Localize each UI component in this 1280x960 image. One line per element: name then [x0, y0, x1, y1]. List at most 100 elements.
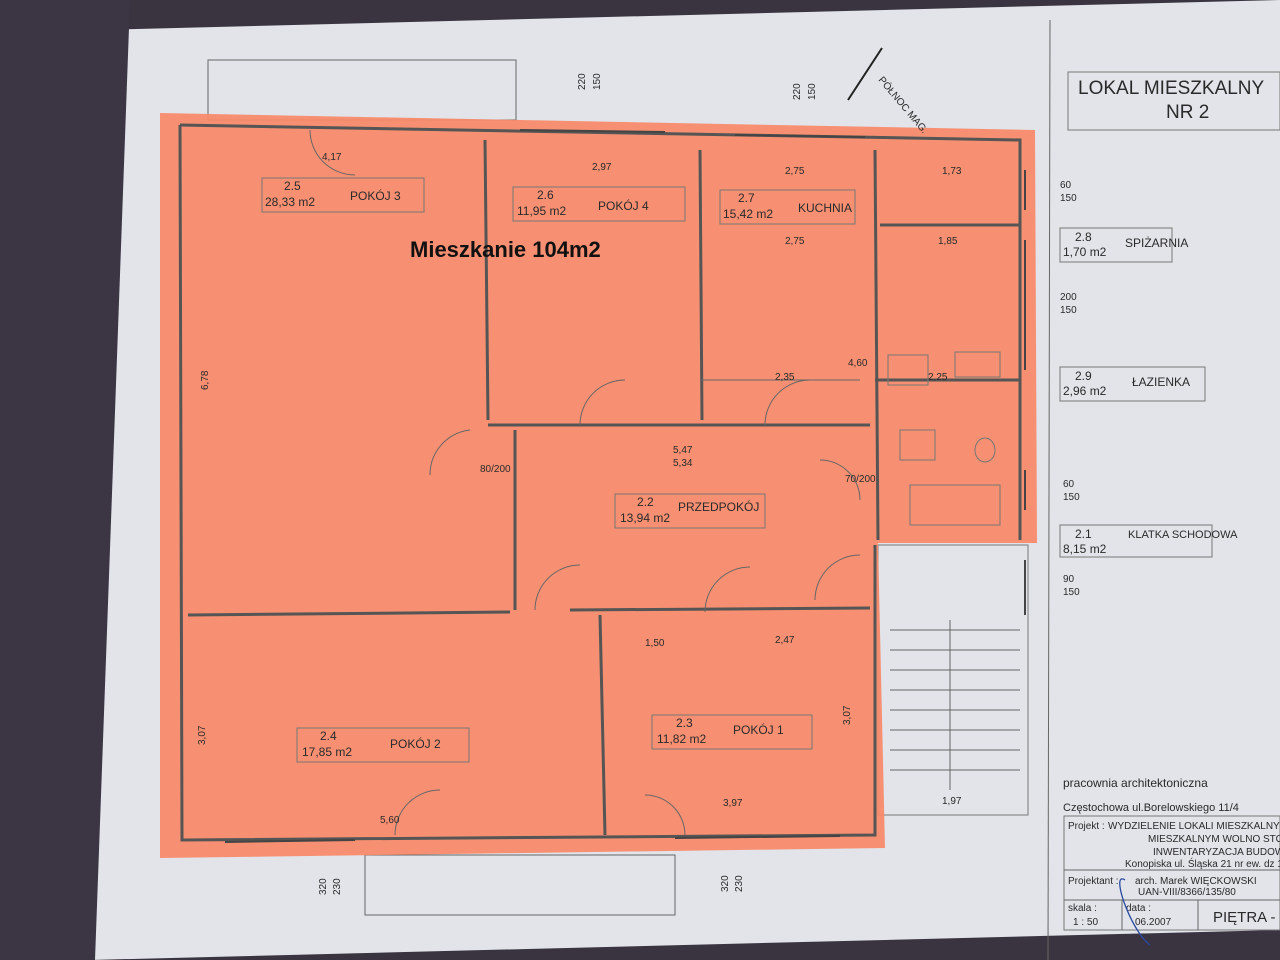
background-left: [0, 0, 130, 960]
svg-text:UAN-VIII/8366/135/80: UAN-VIII/8366/135/80: [1138, 887, 1236, 898]
svg-text:17,85 m2: 17,85 m2: [302, 745, 352, 759]
svg-text:POKÓJ 2: POKÓJ 2: [390, 736, 441, 751]
svg-text:8,15 m2: 8,15 m2: [1063, 542, 1107, 556]
door-swings: [309, 129, 861, 836]
room-label-2-9: 2.92,96 m2 ŁAZIENKA: [1059, 366, 1206, 402]
svg-text:150: 150: [1060, 305, 1077, 316]
svg-text:150: 150: [807, 83, 818, 100]
north-arrow-icon: [847, 47, 883, 101]
svg-text:70/200: 70/200: [845, 474, 876, 485]
svg-text:2,97: 2,97: [592, 162, 612, 173]
svg-text:2.2: 2.2: [637, 495, 654, 509]
room-label-2-4: 2.4 17,85 m2 POKÓJ 2: [296, 727, 470, 763]
svg-text:320: 320: [318, 878, 329, 895]
svg-text:POKÓJ 1: POKÓJ 1: [733, 722, 784, 737]
svg-text:15,42 m2: 15,42 m2: [723, 207, 773, 221]
svg-text:Projektant :: Projektant :: [1068, 876, 1119, 887]
svg-text:Częstochowa ul.Borelowskiego 1: Częstochowa ul.Borelowskiego 11/4: [1063, 802, 1239, 814]
svg-text:arch. Marek WIĘCKOWSKI: arch. Marek WIĘCKOWSKI: [1135, 876, 1257, 887]
svg-text:2,25: 2,25: [928, 372, 948, 383]
svg-text:Konopiska ul. Śląska 21 nr ew.: Konopiska ul. Śląska 21 nr ew. dz 1: [1125, 857, 1280, 870]
signature: [1119, 878, 1151, 946]
svg-text:5,34: 5,34: [673, 458, 693, 469]
svg-text:SPIŻARNIA: SPIŻARNIA: [1125, 236, 1188, 250]
svg-text:6,78: 6,78: [200, 370, 211, 390]
svg-text:3,07: 3,07: [842, 705, 853, 725]
svg-text:2.1: 2.1: [1075, 527, 1092, 541]
svg-text:3,97: 3,97: [723, 798, 743, 809]
svg-text:90: 90: [1063, 574, 1075, 585]
dimension-labels: 220 150 220 150 4,17 2,97 2,75 2,75 1,73…: [197, 73, 1080, 895]
title-line1: LOKAL MIESZKALNY: [1078, 78, 1265, 99]
svg-text:WYDZIELENIE LOKALI MIESZKALNYC: WYDZIELENIE LOKALI MIESZKALNYCH: [1108, 821, 1280, 832]
room-label-2-5: 2.5 28,33 m2 POKÓJ 3: [261, 177, 425, 213]
svg-text:5,60: 5,60: [380, 815, 400, 826]
svg-text:60: 60: [1060, 180, 1072, 191]
svg-text:2.6: 2.6: [537, 188, 554, 202]
svg-text:2,47: 2,47: [775, 635, 795, 646]
svg-text:1,85: 1,85: [938, 236, 958, 247]
windows: [224, 129, 1026, 843]
svg-text:2.3: 2.3: [676, 716, 693, 730]
svg-text:150: 150: [592, 73, 603, 90]
svg-text:2.4: 2.4: [320, 729, 337, 743]
walls: [178, 123, 1022, 842]
svg-text:2.7: 2.7: [738, 191, 755, 205]
svg-text:220: 220: [792, 83, 803, 100]
apartment-annotation: Mieszkanie 104m2: [410, 237, 601, 262]
svg-text:5,47: 5,47: [673, 445, 693, 456]
svg-text:2,75: 2,75: [785, 166, 805, 177]
svg-text:150: 150: [1060, 193, 1077, 204]
svg-text:2.8: 2.8: [1075, 230, 1092, 244]
title-line2: NR 2: [1166, 102, 1209, 123]
svg-text:150: 150: [1063, 492, 1080, 503]
svg-text:1 : 50: 1 : 50: [1073, 917, 1098, 928]
svg-text:4,60: 4,60: [848, 358, 868, 369]
svg-text:2.5: 2.5: [284, 179, 301, 193]
svg-text:ŁAZIENKA: ŁAZIENKA: [1132, 375, 1190, 389]
svg-text:230: 230: [332, 878, 343, 895]
svg-text:28,33 m2: 28,33 m2: [265, 195, 315, 209]
svg-text:1,50: 1,50: [645, 638, 665, 649]
svg-text:220: 220: [577, 73, 588, 90]
fixtures: [887, 351, 1001, 526]
title-footer: pracownia architektoniczna Częstochowa u…: [1063, 776, 1280, 946]
svg-text:200: 200: [1060, 292, 1077, 303]
svg-text:2.9: 2.9: [1075, 369, 1092, 383]
svg-text:INWENTARYZACJA BUDOW: INWENTARYZACJA BUDOW: [1153, 847, 1280, 858]
svg-text:KLATKA SCHODOWA: KLATKA SCHODOWA: [1128, 529, 1238, 541]
apartment-highlight: [160, 113, 1037, 858]
svg-text:data :: data :: [1126, 903, 1151, 914]
svg-text:2,35: 2,35: [775, 372, 795, 383]
svg-text:60: 60: [1063, 479, 1075, 490]
svg-text:320: 320: [720, 875, 731, 892]
svg-text:06.2007: 06.2007: [1135, 917, 1172, 928]
svg-text:skala :: skala :: [1068, 903, 1097, 914]
title-box: [1067, 71, 1280, 131]
svg-text:230: 230: [734, 875, 745, 892]
svg-text:Projekt :: Projekt :: [1068, 821, 1105, 832]
svg-text:80/200: 80/200: [480, 464, 511, 475]
svg-text:POKÓJ 4: POKÓJ 4: [598, 198, 649, 213]
svg-text:pracownia architektoniczna: pracownia architektoniczna: [1063, 776, 1208, 790]
svg-text:13,94 m2: 13,94 m2: [620, 511, 670, 525]
svg-text:POKÓJ 3: POKÓJ 3: [350, 188, 401, 203]
balcony-bottom: [364, 854, 676, 916]
svg-text:3,07: 3,07: [197, 725, 208, 745]
svg-text:1,73: 1,73: [942, 166, 962, 177]
svg-text:11,95 m2: 11,95 m2: [517, 204, 566, 218]
room-label-2-6: 2.6 11,95 m2 POKÓJ 4: [512, 186, 686, 222]
svg-text:4,17: 4,17: [322, 152, 342, 163]
svg-text:2,75: 2,75: [785, 236, 805, 247]
room-label-2-3: 2.3 11,82 m2 POKÓJ 1: [651, 714, 813, 750]
svg-text:11,82 m2: 11,82 m2: [657, 732, 706, 746]
svg-text:2,96 m2: 2,96 m2: [1063, 384, 1107, 398]
svg-text:MIESZKALNYM WOLNO STO: MIESZKALNYM WOLNO STO: [1148, 834, 1280, 845]
svg-text:PIĘTRA -: PIĘTRA -: [1213, 909, 1276, 926]
sheet-border: [1047, 19, 1051, 960]
staircase: [877, 544, 1029, 816]
